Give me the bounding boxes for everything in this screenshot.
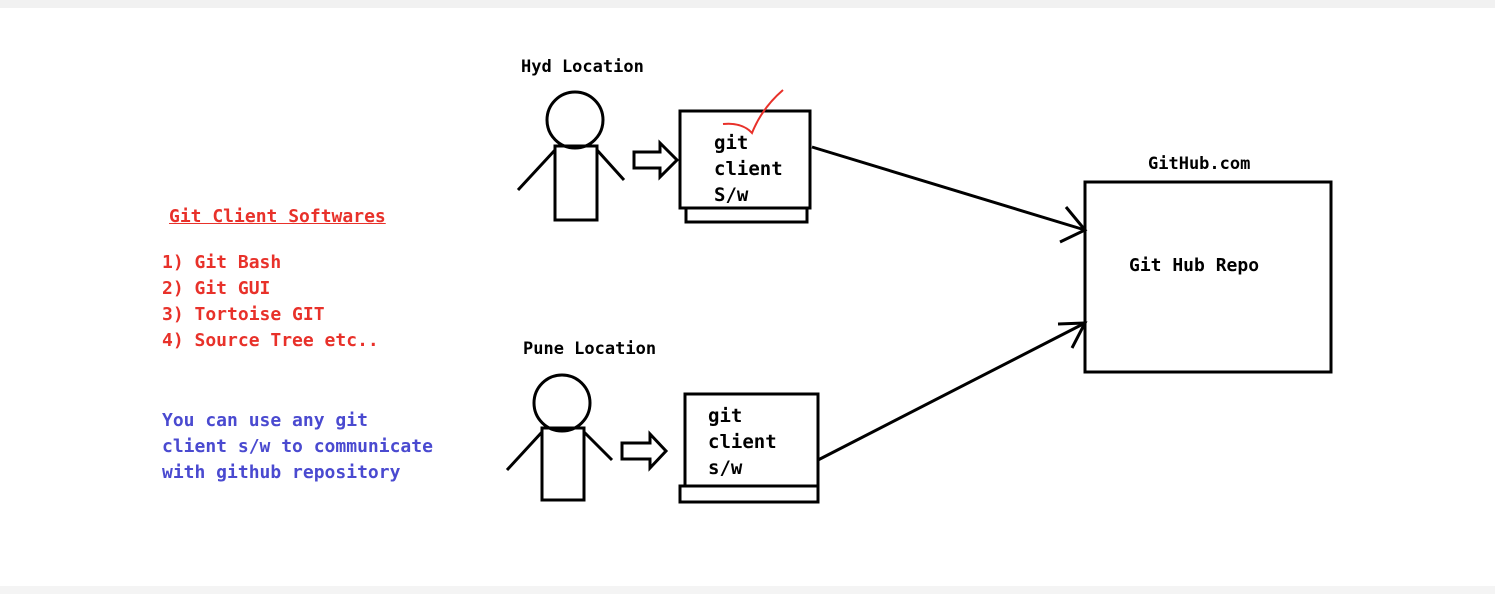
note-line: You can use any git xyxy=(162,410,368,431)
note-line: with github repository xyxy=(162,462,401,483)
pune-client-line: s/w xyxy=(708,457,743,479)
hyd-client-line: S/w xyxy=(714,184,749,206)
pune-person-icon xyxy=(505,373,614,502)
pune-client-line: git xyxy=(708,405,743,427)
hyd-client-text: git client S/w xyxy=(714,130,783,208)
softwares-heading: Git Client Softwares xyxy=(169,206,386,227)
usage-note: You can use any git client s/w to commun… xyxy=(162,408,433,486)
hyd-client-line: git xyxy=(714,132,749,154)
pune-to-github-connector xyxy=(817,321,1088,462)
hyd-laptop-icon xyxy=(678,109,812,224)
list-item: 1) Git Bash xyxy=(162,252,282,273)
hyd-to-github-connector xyxy=(811,145,1088,244)
hyd-arrow-icon xyxy=(632,139,680,181)
list-item: 3) Tortoise GIT xyxy=(162,304,325,325)
hyd-location-label: Hyd Location xyxy=(521,57,644,77)
check-mark-icon xyxy=(722,89,784,135)
hyd-client-line: client xyxy=(714,158,783,180)
hyd-person-icon xyxy=(516,90,626,222)
list-item: 2) Git GUI xyxy=(162,278,271,299)
softwares-list: 1) Git Bash 2) Git GUI 3) Tortoise GIT 4… xyxy=(162,250,379,354)
bottom-bar xyxy=(0,586,1495,594)
pune-client-line: client xyxy=(708,431,777,453)
note-line: client s/w to communicate xyxy=(162,436,433,457)
github-domain-label: GitHub.com xyxy=(1148,154,1251,174)
github-repo-label: Git Hub Repo xyxy=(1129,255,1260,276)
list-item: 4) Source Tree etc.. xyxy=(162,330,379,351)
top-bar xyxy=(0,0,1495,8)
pune-client-text: git client s/w xyxy=(708,403,777,481)
github-repo-box xyxy=(1083,180,1333,374)
pune-location-label: Pune Location xyxy=(523,339,657,359)
pune-laptop-icon xyxy=(678,392,820,504)
pune-arrow-icon xyxy=(620,430,669,472)
